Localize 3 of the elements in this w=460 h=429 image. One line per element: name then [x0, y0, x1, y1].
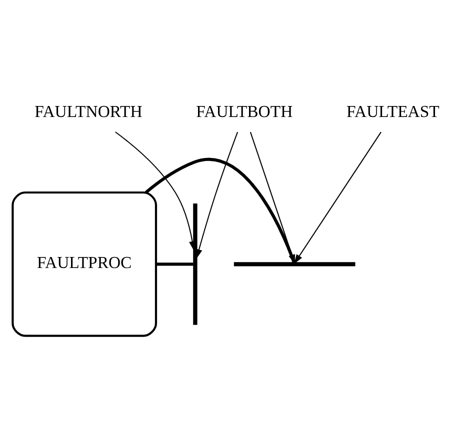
node-text: FAULTBOTH	[196, 101, 293, 120]
node-text: FAULTEAST	[346, 101, 440, 120]
node-text: FAULTNORTH	[34, 101, 142, 120]
